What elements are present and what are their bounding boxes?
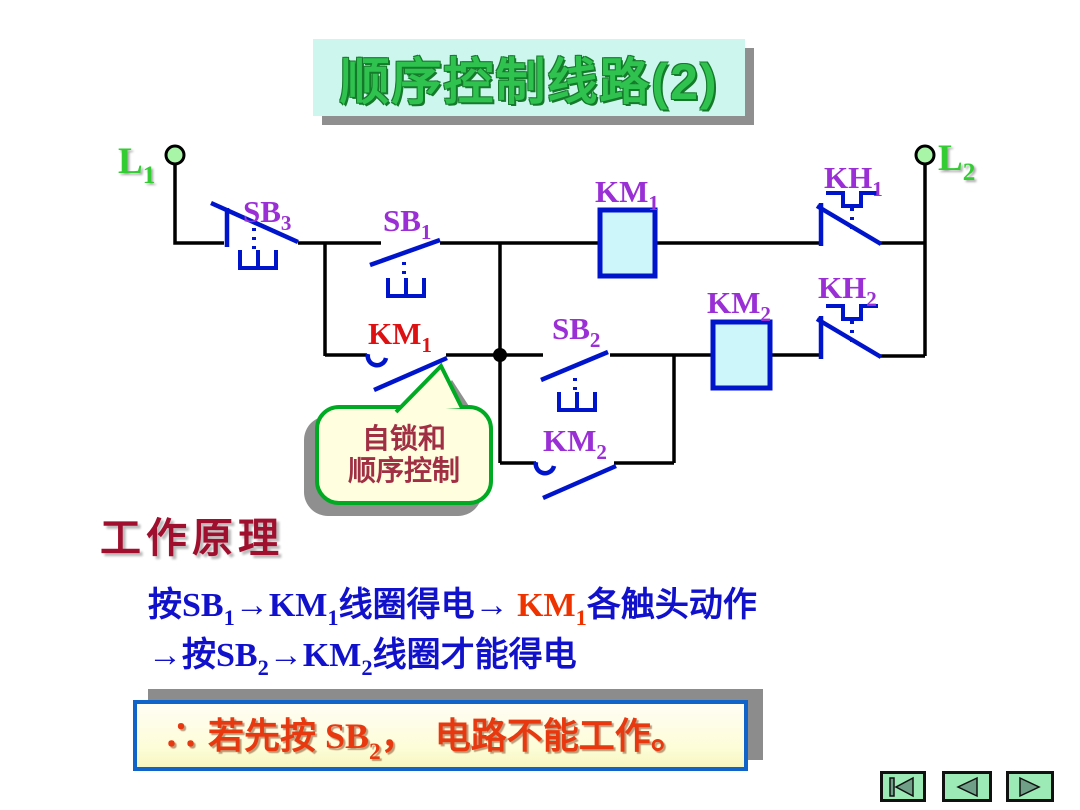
nav-previous-button[interactable] xyxy=(942,771,992,802)
label-text: KM xyxy=(707,285,761,320)
km2-coil-symbol xyxy=(710,319,773,391)
text-segment: →KM xyxy=(234,587,328,624)
sb3-nc-pushbutton-symbol xyxy=(210,200,299,270)
label-subscript: 1 xyxy=(420,220,432,245)
text-segment: →按SB xyxy=(148,637,258,674)
label-subscript: 1 xyxy=(142,161,156,189)
title-banner: 顺序控制线路(2) xyxy=(313,39,745,116)
label-subscript: 2 xyxy=(866,287,877,312)
label-text: SB xyxy=(243,194,281,229)
label-subscript: 2 xyxy=(962,158,976,186)
label-text: KM xyxy=(368,316,422,351)
nav-first-button[interactable] xyxy=(880,771,926,802)
text-segment: →KM xyxy=(268,637,362,674)
label-subscript: 3 xyxy=(280,211,292,236)
label-kh2: KH2 xyxy=(818,270,877,312)
label-text: SB xyxy=(383,203,421,238)
text-segment: 各触头动作 xyxy=(586,587,757,624)
label-kh1: KH1 xyxy=(824,160,883,202)
conclusion-box: ∴ 若先按 SB2， 电路不能工作。 xyxy=(133,700,748,771)
label-subscript: 1 xyxy=(648,191,659,216)
text-segment: 线圈才能得电 xyxy=(372,637,577,674)
label-text: L xyxy=(118,141,143,182)
label-sb2: SB2 xyxy=(552,311,601,353)
text-segment-red: KM xyxy=(517,587,576,624)
label-subscript: 2 xyxy=(760,302,771,327)
text-subscript: 1 xyxy=(223,604,235,630)
label-text: L xyxy=(938,138,963,179)
label-text: KH xyxy=(824,160,873,195)
label-km2-contact: KM2 xyxy=(543,423,607,465)
label-km1-coil: KM1 xyxy=(595,174,659,216)
km2-no-contact-symbol xyxy=(533,461,617,501)
terminal-l1 xyxy=(164,144,186,166)
sb2-no-pushbutton-symbol xyxy=(540,349,609,412)
callout-line1: 自锁和 xyxy=(361,422,446,454)
label-subscript: 2 xyxy=(596,440,607,465)
label-l2: L2 xyxy=(938,138,976,186)
conclusion-text: ∴ 若先按 SB2， 电路不能工作。 xyxy=(137,707,687,765)
sb1-no-pushbutton-symbol xyxy=(369,237,441,298)
section-heading: 工作原理 xyxy=(100,515,284,561)
label-km1-contact: KM1 xyxy=(368,316,432,358)
label-l1: L1 xyxy=(118,141,156,189)
label-text: KM xyxy=(543,423,597,458)
callout-line2: 顺序控制 xyxy=(347,455,460,486)
principle-line-2: →按SB2→KM2线圈才能得电 xyxy=(148,627,577,680)
label-subscript: 2 xyxy=(589,328,601,353)
label-text: KM xyxy=(595,174,649,209)
first-slide-icon xyxy=(889,776,914,797)
text-subscript: 2 xyxy=(361,654,373,680)
text-segment: 按SB xyxy=(148,587,224,624)
label-sb3: SB3 xyxy=(243,194,292,236)
label-subscript: 1 xyxy=(421,333,432,358)
next-slide-icon xyxy=(1019,776,1041,797)
terminal-l2 xyxy=(914,144,936,166)
text-segment: ， 电路不能工作。 xyxy=(380,716,687,757)
text-segment: 线圈得电→ xyxy=(338,587,518,624)
label-km2-coil: KM2 xyxy=(707,285,771,327)
principle-line-1: 按SB1→KM1线圈得电→ KM1各触头动作 xyxy=(148,577,757,630)
kh2-thermal-relay-symbol xyxy=(815,304,883,359)
junction-dot xyxy=(493,348,507,362)
text-subscript-red: 1 xyxy=(575,604,587,630)
nav-next-button[interactable] xyxy=(1006,771,1054,802)
slide-title: 顺序控制线路(2) xyxy=(339,53,719,110)
label-subscript: 1 xyxy=(872,177,883,202)
text-subscript: 2 xyxy=(369,738,381,765)
previous-slide-icon xyxy=(956,776,978,797)
km1-no-contact-symbol xyxy=(365,353,448,393)
text-subscript: 1 xyxy=(327,604,339,630)
text-segment: ∴ 若先按 SB xyxy=(163,716,370,757)
label-text: KH xyxy=(818,270,867,305)
km1-coil-symbol xyxy=(597,207,658,279)
text-subscript: 2 xyxy=(257,654,269,680)
label-text: SB xyxy=(552,311,590,346)
kh1-thermal-relay-symbol xyxy=(815,191,883,246)
callout-bubble: 自锁和 顺序控制 xyxy=(315,405,493,505)
label-sb1: SB1 xyxy=(383,203,432,245)
